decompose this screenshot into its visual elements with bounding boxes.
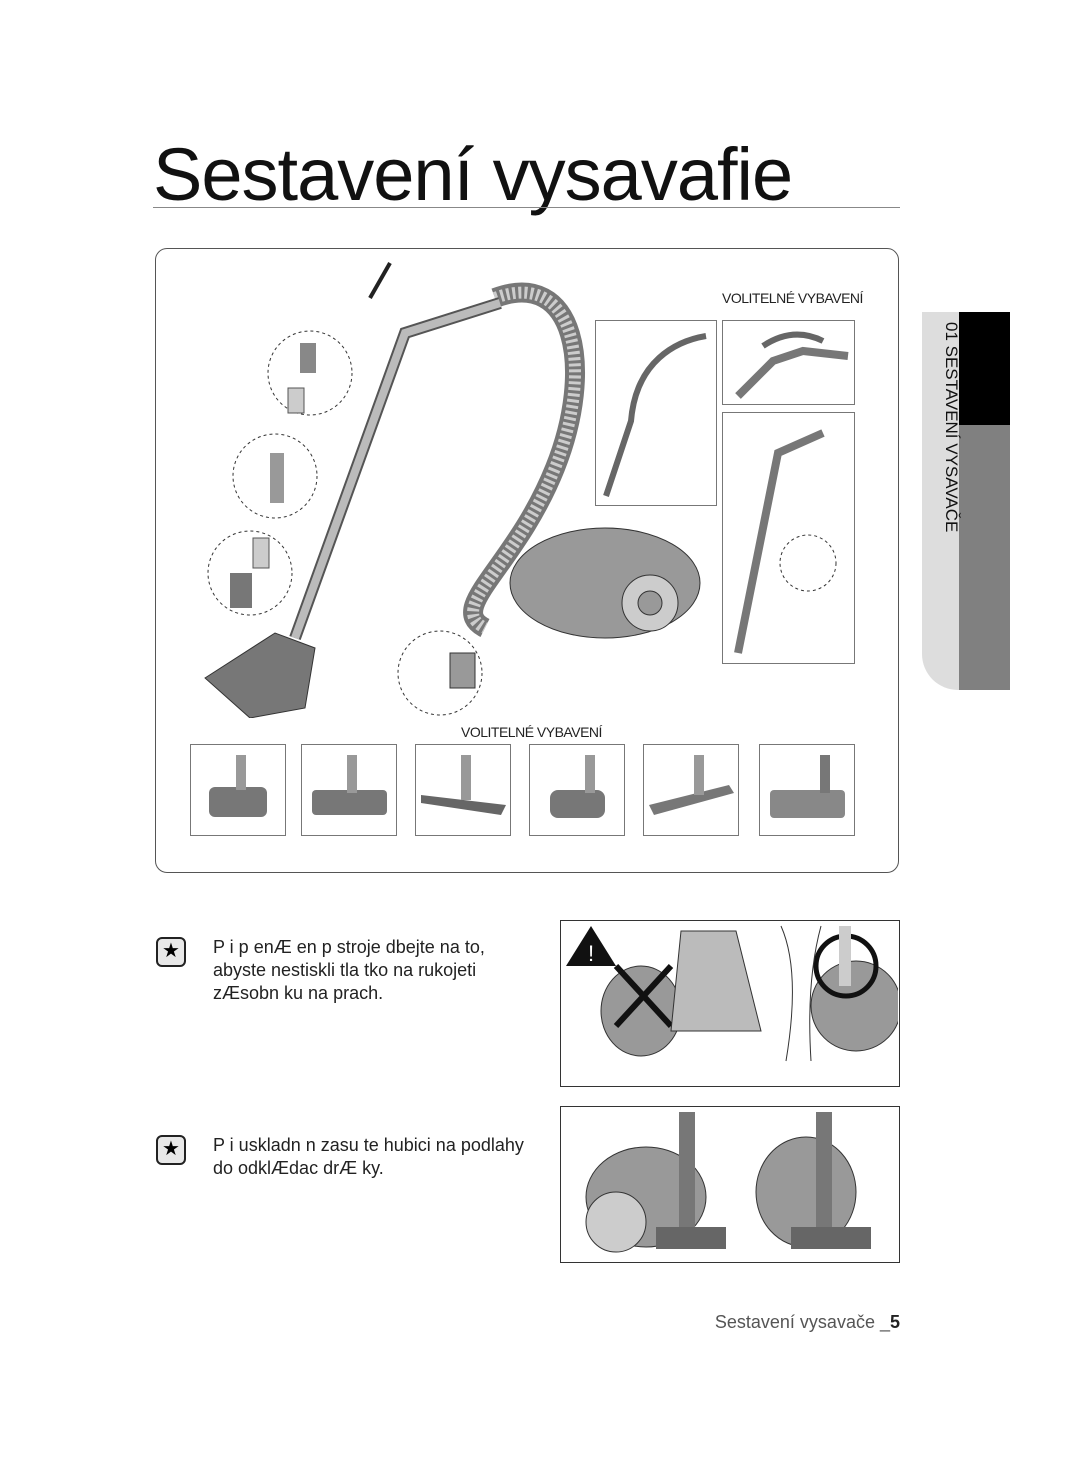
chapter-tab-marker	[959, 312, 1010, 425]
storage-illustration	[560, 1106, 900, 1263]
star-note-icon: ★	[156, 937, 186, 967]
page-number: 5	[889, 1312, 900, 1332]
chapter-tab-background	[922, 312, 962, 690]
optional-handle-image	[722, 320, 855, 405]
optional-accessories-label-top: VOLITELNÉ VYBAVENÍ	[722, 290, 863, 306]
optional-tube-image	[722, 412, 855, 664]
chapter-tab-bar	[959, 425, 1010, 690]
page-title: Sestavení vysavafie	[153, 133, 793, 216]
warning-icon	[566, 926, 616, 966]
nozzle-image-2	[301, 744, 397, 836]
nozzle-image-1	[190, 744, 286, 836]
title-divider	[153, 207, 900, 208]
assembly-illustration-frame	[155, 248, 899, 873]
note-text-2: P i uskladn n zasu te hubici na podlahy …	[213, 1135, 524, 1178]
nozzle-image-4	[529, 744, 625, 836]
chapter-tab-label: 01 SESTAVENÍ VYSAVAČE	[942, 322, 961, 533]
nozzle-image-3	[415, 744, 511, 836]
warning-illustration: !	[560, 920, 902, 1087]
page-footer: Sestavení vysavače _5	[715, 1312, 900, 1333]
nozzle-image-5	[643, 744, 739, 836]
note-text-1: P i p enÆ en p stroje dbejte na to, abys…	[213, 937, 485, 1003]
svg-text:!: !	[588, 941, 594, 966]
footer-section: Sestavení vysavače _	[714, 1312, 890, 1332]
vacuum-assembly-illustration	[204, 262, 701, 718]
star-note-icon: ★	[156, 1135, 186, 1165]
nozzle-image-6	[759, 744, 855, 836]
optional-hose-image	[595, 320, 717, 506]
optional-accessories-label-bottom: VOLITELNÉ VYBAVENÍ	[461, 724, 602, 740]
